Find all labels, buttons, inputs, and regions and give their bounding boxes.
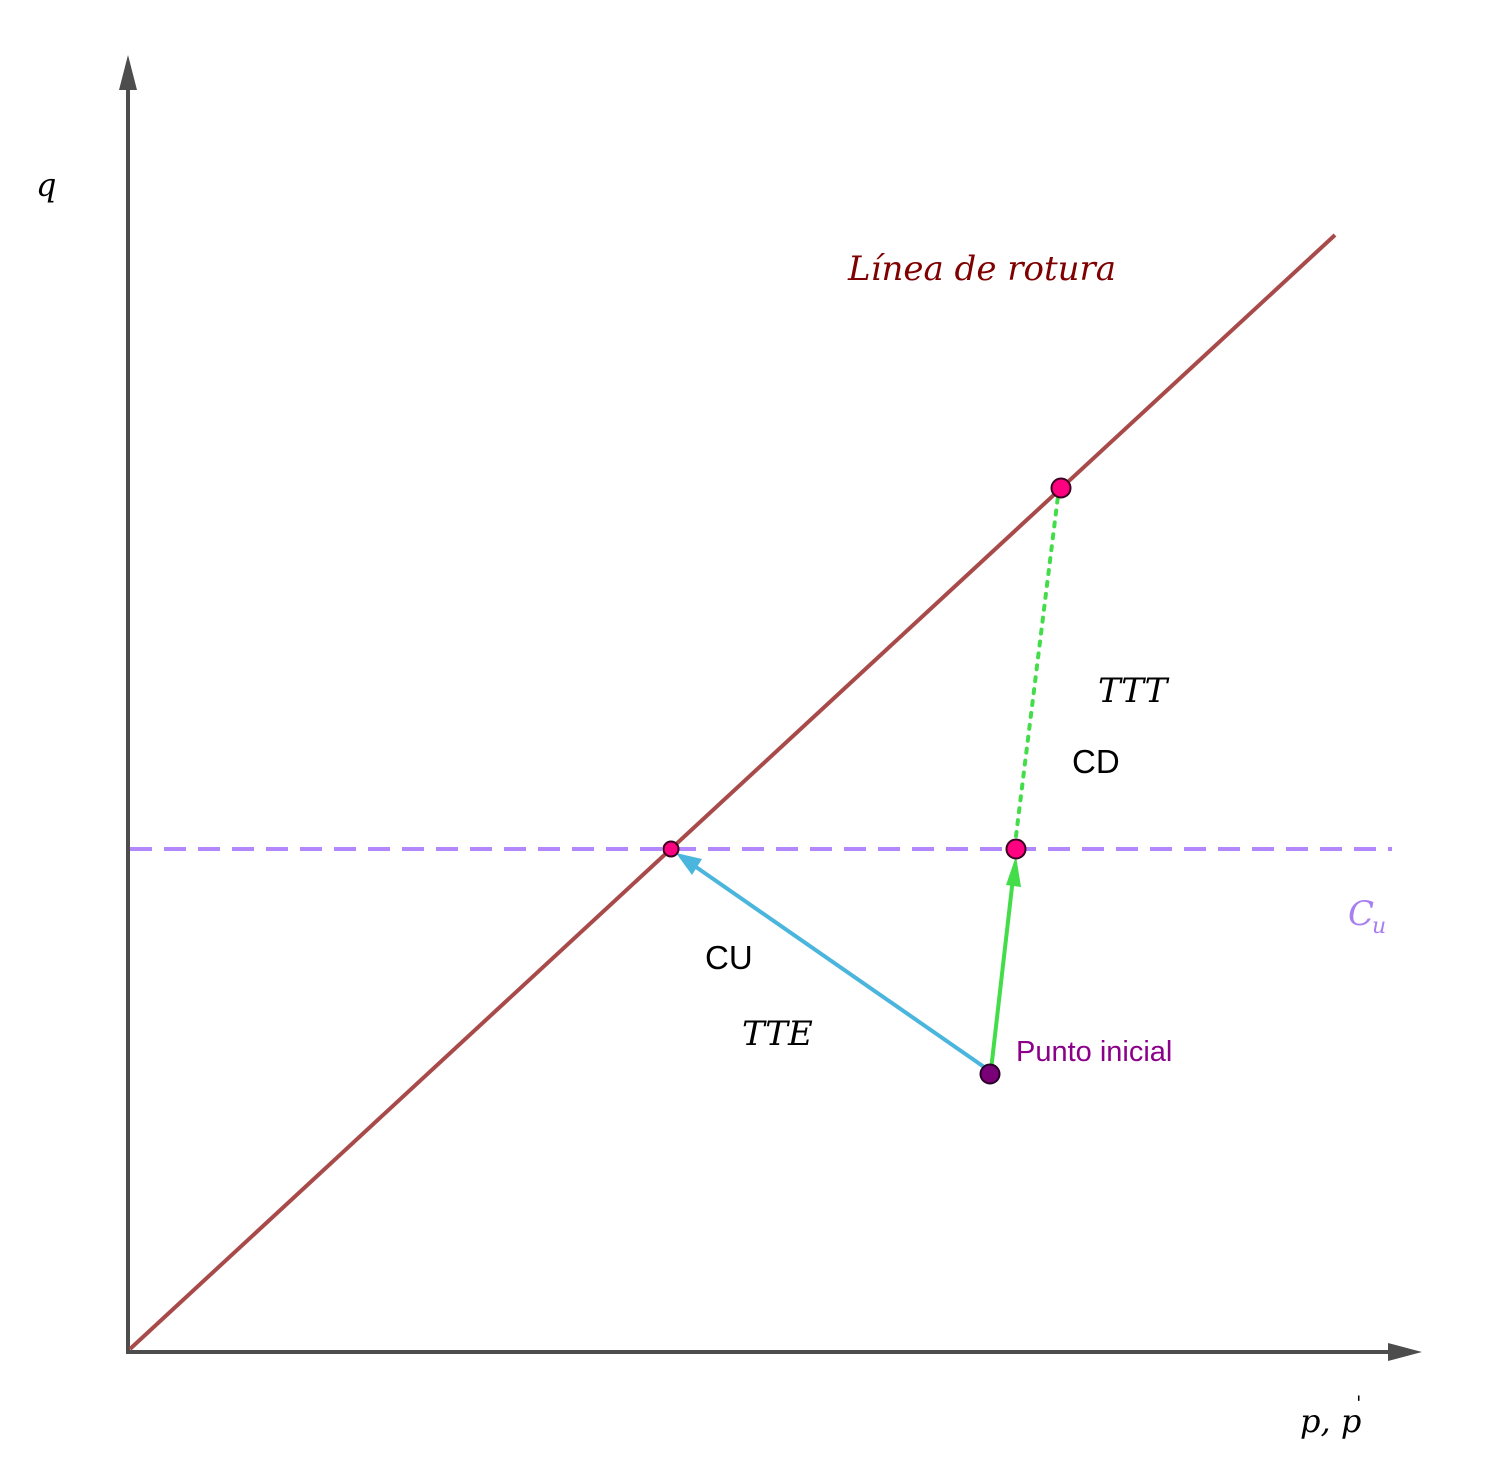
ttt-label: TTT: [1098, 671, 1170, 711]
undrained-path-arrow: [694, 865, 989, 1071]
failure-line-label: Línea de rotura: [847, 249, 1116, 289]
tte-label: TTE: [742, 1014, 813, 1054]
initial-point-label: Punto inicial: [1016, 1036, 1172, 1068]
drained-path-arrowhead: [1006, 856, 1021, 887]
y-axis-label: q: [36, 166, 56, 204]
axes: [119, 55, 1422, 1361]
failure-line: [128, 233, 1337, 1351]
cu-level-label: C: [1348, 894, 1374, 934]
initial-point: [979, 1063, 1001, 1085]
x-axis-label: p, p: [1300, 1402, 1361, 1440]
failure-point-undrained: [662, 840, 680, 858]
x-axis-label-prime: ': [1356, 1391, 1362, 1415]
drained-path-dotted: [1014, 494, 1060, 838]
drained-path-arrow: [989, 877, 1015, 1071]
cu-level-subscript: u: [1372, 914, 1386, 939]
failure-point-drained: [1050, 477, 1072, 499]
cd-label: CD: [1072, 743, 1120, 780]
x-axis-arrowhead: [1388, 1343, 1422, 1361]
undrained-path-arrowhead: [676, 853, 702, 875]
cu-point-drained: [1005, 838, 1027, 860]
cu-path-label: CU: [705, 939, 753, 976]
y-axis-arrowhead: [119, 55, 137, 90]
